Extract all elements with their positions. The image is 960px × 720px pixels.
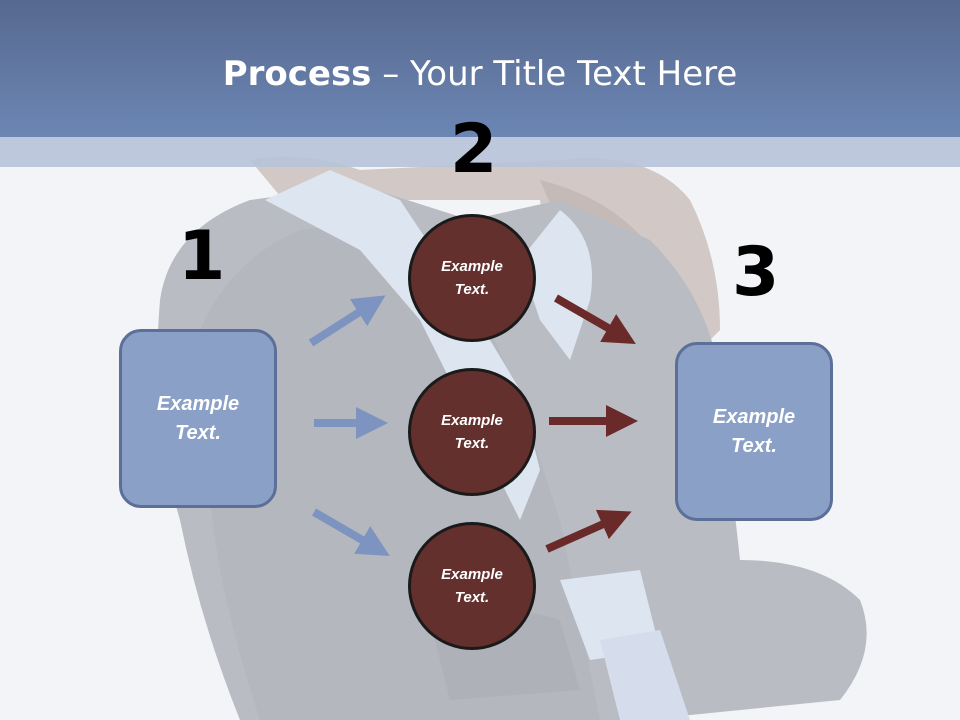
left-box-text: Example Text.	[156, 392, 240, 444]
arrow-blue-down	[311, 508, 390, 557]
circle-top: Example Text.	[408, 214, 536, 342]
circle-bottom-text: Example Text.	[441, 566, 503, 606]
title-bold: Process	[222, 54, 372, 94]
step-1-number: 1	[178, 217, 226, 296]
right-box-text: Example Text.	[712, 405, 796, 457]
circle-middle: Example Text.	[408, 368, 536, 496]
left-box: Example Text.	[119, 329, 277, 508]
arrow-red-up	[545, 509, 632, 553]
step-3-number: 3	[732, 233, 780, 312]
header-band	[0, 0, 960, 137]
circle-bottom: Example Text.	[408, 522, 536, 650]
slide-title: Process – Your Title Text Here	[0, 52, 960, 96]
arrow-blue-up	[308, 295, 386, 347]
header-strip	[0, 137, 960, 167]
title-rest: – Your Title Text Here	[371, 54, 738, 94]
right-box: Example Text.	[675, 342, 833, 521]
circle-top-text: Example Text.	[441, 258, 503, 298]
circle-middle-text: Example Text.	[441, 412, 503, 452]
step-2-number: 2	[450, 110, 498, 189]
arrow-red-down	[554, 294, 636, 344]
